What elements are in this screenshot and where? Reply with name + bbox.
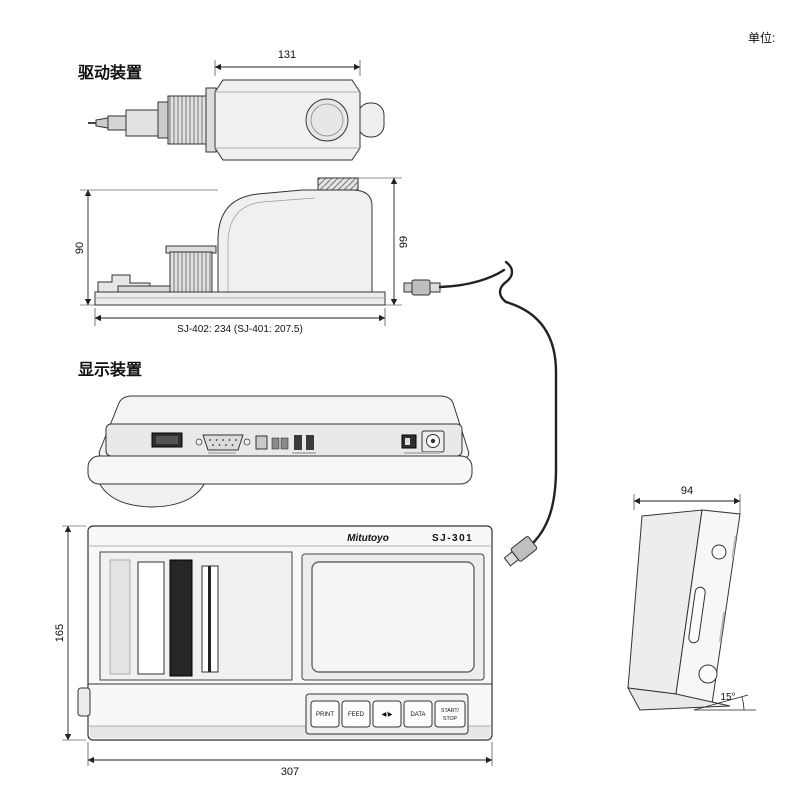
dim-drive-top-width: 131 — [278, 49, 296, 61]
feed-button[interactable] — [341, 700, 371, 728]
slot-connector-2 — [306, 435, 314, 450]
start-stop-label-1: START/ — [441, 708, 460, 714]
cutter-slot-line — [208, 566, 211, 672]
side-label-tick-1 — [731, 535, 737, 559]
display-unit-side-view: 94 15° — [627, 485, 756, 711]
power-switch-notch — [405, 438, 410, 445]
mini-jack-2 — [280, 437, 289, 450]
nose-piece — [107, 115, 127, 131]
stylus-arm — [117, 285, 171, 293]
drive-body-side — [217, 189, 373, 299]
cable-plug-tip — [403, 282, 413, 293]
drive-unit-top-view: 131 — [88, 49, 385, 161]
rear-loop — [357, 102, 385, 138]
tilt-angle-annotation: 15° — [693, 692, 756, 711]
dim-165: 165 — [54, 525, 86, 741]
data-button[interactable] — [403, 700, 433, 728]
data-button-label: DATA — [410, 712, 425, 718]
model-logo: SJ-301 — [432, 533, 473, 544]
page-button-label: ◀/▶ — [382, 712, 393, 718]
start-stop-label-2: STOP — [443, 716, 458, 722]
dim-94: 94 — [633, 485, 741, 514]
print-button[interactable] — [310, 700, 340, 728]
dc-jack-pin — [430, 438, 436, 444]
rear-body-band — [87, 455, 473, 485]
dim-drive-length-text: SJ-402: 234 (SJ-401: 207.5) — [177, 324, 303, 335]
unit-note: 单位: — [748, 30, 775, 45]
display-unit-rear-view — [87, 395, 473, 508]
dim-display-width: 307 — [281, 766, 299, 778]
label-tick-3 — [404, 452, 440, 454]
dim-307: 307 — [87, 742, 493, 778]
detector-side — [169, 251, 213, 293]
dim-drive-side-height: 90 — [74, 242, 86, 254]
display-plug — [503, 536, 538, 567]
printer-door — [99, 551, 293, 681]
dim-display-depth: 94 — [681, 485, 693, 497]
dim-tilt-angle: 15° — [720, 692, 735, 703]
dim-99: 99 — [358, 177, 410, 306]
memory-card-slot — [688, 586, 706, 644]
side-knob-top — [711, 544, 727, 560]
base-plate — [94, 291, 386, 306]
stylus-cone — [95, 117, 109, 129]
tilt-foot — [627, 687, 731, 711]
connection-cable — [403, 260, 558, 567]
connector-boss — [305, 98, 349, 142]
detector-body — [167, 95, 207, 145]
drive-unit-side-view: 90 99 SJ-402: 234 (SJ-401: 207.5) — [74, 177, 410, 335]
detector-collar — [157, 101, 169, 139]
lcd-screen — [311, 561, 475, 673]
feed-button-label: FEED — [348, 712, 365, 718]
print-button-label: PRINT — [316, 712, 334, 718]
dim-131: 131 — [214, 49, 361, 76]
display-unit-section-label: 显示装置 — [78, 360, 142, 379]
printer-port-slot — [156, 436, 178, 444]
rs232-connector — [202, 434, 244, 451]
label-tick-1 — [208, 452, 236, 454]
keypad: PRINT FEED ◀/▶ DATA START/ STOP — [305, 693, 469, 735]
rs232-screw-right — [243, 438, 251, 446]
rs232-screw-left — [195, 438, 203, 446]
foot-switch-jack — [255, 435, 268, 450]
dim-90: 90 — [74, 189, 218, 306]
dim-drive-length: SJ-402: 234 (SJ-401: 207.5) — [94, 308, 386, 335]
label-tick-2 — [292, 452, 316, 454]
detector-shaft — [125, 109, 159, 137]
side-label-tick-2 — [718, 612, 726, 642]
mini-jack-1 — [271, 437, 280, 450]
slot-connector-1 — [294, 435, 302, 450]
dim-display-height: 165 — [54, 624, 66, 642]
side-knob-bottom — [698, 664, 718, 684]
paper-window — [137, 561, 165, 675]
page-button[interactable] — [372, 700, 402, 728]
brand-logo: Mitutoyo — [347, 533, 389, 544]
printer-left-band — [109, 559, 131, 675]
rs232-pins — [209, 439, 237, 446]
cable-strain-relief — [429, 282, 441, 293]
display-unit-front-view: Mitutoyo SJ-301 PRINT FEED ◀/▶ DATA STAR… — [54, 525, 493, 778]
start-stop-button[interactable] — [434, 700, 466, 728]
side-clip — [77, 687, 91, 717]
cable-plug-body — [411, 279, 431, 296]
drive-unit-section-label: 驱动装置 — [78, 63, 142, 82]
paper-exit-slot — [169, 559, 193, 677]
dim-drive-body-height: 99 — [398, 236, 410, 248]
adjust-knob — [317, 177, 359, 192]
